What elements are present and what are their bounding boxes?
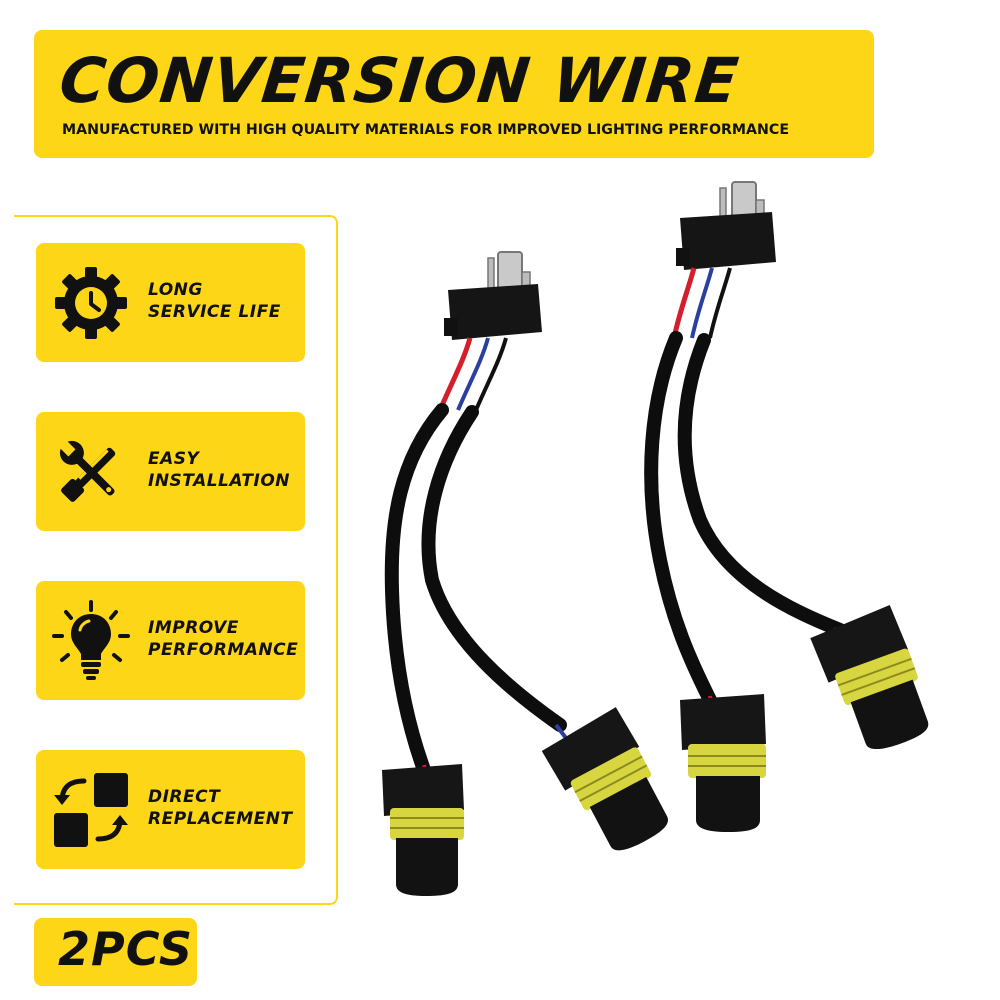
features-frame [14,215,338,905]
feature-improve-performance: IMPROVE PERFORMANCE [36,581,305,700]
feature-label: DIRECT REPLACEMENT [148,787,293,829]
9006-socket-left-a [382,764,464,896]
9006-socket-left-b [541,707,668,851]
9006-socket-right-b [810,604,929,750]
swap-squares-icon [54,773,128,847]
light-bulb-icon [52,600,130,680]
feature-label: IMPROVE PERFORMANCE [148,618,299,660]
quantity-badge: 2PCS [34,918,197,986]
h4-connector-right [676,181,776,270]
feature-long-service-life: LONG SERVICE LIFE [36,243,305,362]
banner-subtitle: MANUFACTURED WITH HIGH QUALITY MATERIALS… [62,122,790,138]
tools-icon [58,439,116,502]
product-image [382,181,929,896]
banner-title: CONVERSION WIRE [56,44,743,117]
gear-clock-icon [55,267,127,339]
feature-label: EASY INSTALLATION [148,449,291,491]
feature-easy-installation: EASY INSTALLATION [36,412,305,531]
9006-socket-right-a [680,694,766,832]
harness-left [382,251,668,896]
h4-connector-left [444,251,542,340]
title-banner: CONVERSION WIRE MANUFACTURED WITH HIGH Q… [34,30,874,158]
feature-label: LONG SERVICE LIFE [148,280,281,322]
feature-direct-replacement: DIRECT REPLACEMENT [36,750,305,869]
quantity-label: 2PCS [58,922,193,976]
harness-right [644,181,929,832]
